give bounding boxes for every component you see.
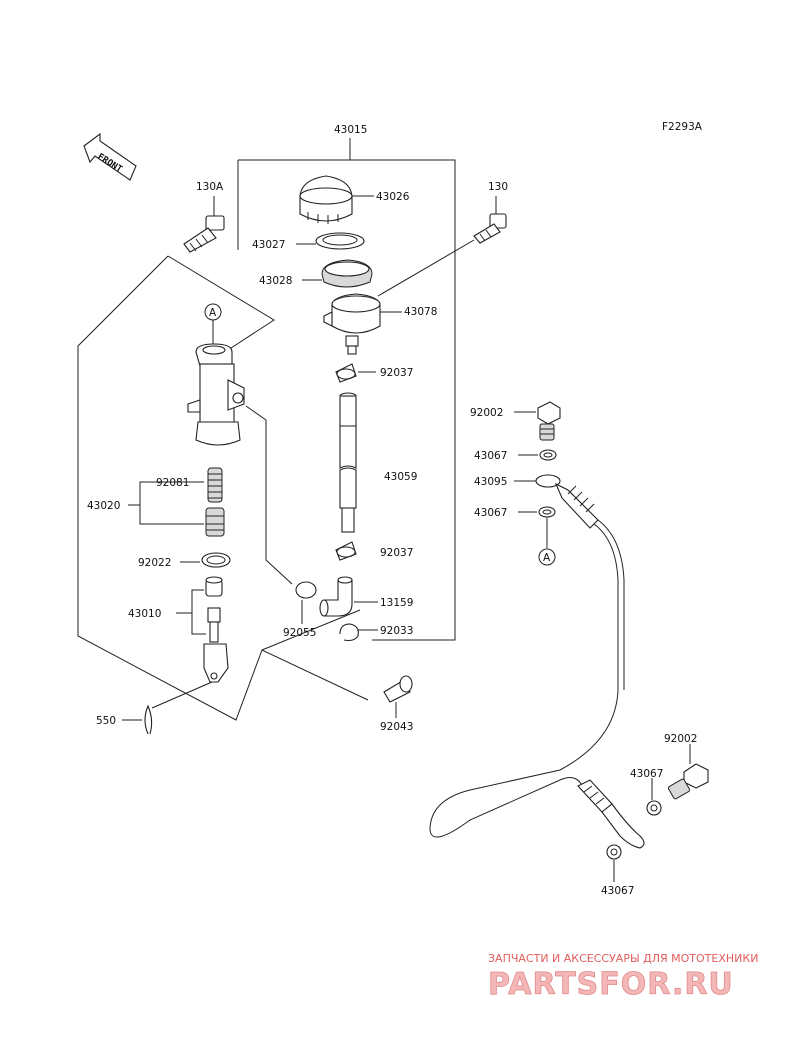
callout-a-circle-right (538, 548, 556, 566)
label-550: 550 (96, 715, 116, 727)
frame-line-right (261, 609, 361, 651)
washer-43067-c (646, 800, 662, 816)
label-43015: 43015 (334, 124, 367, 136)
label-43027: 43027 (252, 239, 285, 251)
diagram-code: F2293A (662, 121, 703, 133)
callout-a-right: A (543, 552, 551, 564)
brake-hose-43095 (429, 474, 645, 849)
piston-43020 (205, 507, 225, 537)
banjo-bolt-92002-top (537, 401, 561, 441)
callout-a-top: A (209, 307, 217, 319)
spring-92081 (207, 467, 223, 503)
reservoir-43078 (323, 293, 381, 355)
label-43028: 43028 (259, 275, 292, 287)
leader-130-reservoir (377, 239, 475, 297)
bolt-130 (473, 213, 507, 244)
label-43067-c: 43067 (630, 768, 663, 780)
diaphragm-43028 (321, 259, 373, 288)
hose-clamp-92037-bottom (335, 541, 357, 561)
reservoir-cap-43026 (299, 175, 353, 224)
pin-92043 (383, 675, 413, 703)
label-92002-top: 92002 (470, 407, 503, 419)
cotter-pin-550 (144, 704, 153, 735)
label-43067-b: 43067 (474, 507, 507, 519)
bolt-130a (183, 215, 225, 253)
frame-line-left (77, 255, 369, 721)
watermark-subtitle: ЗАПЧАСТИ И АКСЕССУАРЫ ДЛЯ МОТОТЕХНИКИ (488, 952, 758, 965)
label-92037-top: 92037 (380, 367, 413, 379)
label-92022: 92022 (138, 557, 171, 569)
label-92081: 92081 (156, 477, 189, 489)
label-92037-bottom: 92037 (380, 547, 413, 559)
washer-43067-b (538, 506, 556, 518)
push-rod-43010 (203, 576, 229, 683)
label-43078: 43078 (404, 306, 437, 318)
leader-92055 (245, 405, 293, 585)
front-direction-arrow: FRONT (83, 132, 137, 181)
label-43067-a: 43067 (474, 450, 507, 462)
assembly-bracket-43015 (237, 138, 456, 641)
reservoir-hose-43059 (339, 392, 357, 533)
label-92043: 92043 (380, 721, 413, 733)
o-ring-92055 (295, 581, 317, 599)
banjo-bolt-92002-bottom (667, 763, 709, 800)
frame-line-top (167, 255, 275, 351)
diaphragm-plate-43027 (315, 232, 365, 250)
label-43067-d: 43067 (601, 885, 634, 897)
label-43095: 43095 (474, 476, 507, 488)
label-13159: 13159 (380, 597, 413, 609)
master-cylinder-body (187, 343, 245, 446)
label-130: 130 (488, 181, 508, 193)
label-43059: 43059 (384, 471, 417, 483)
elbow-fitting-13159 (319, 576, 353, 617)
label-92055: 92055 (283, 627, 316, 639)
label-92002-bottom: 92002 (664, 733, 697, 745)
label-130a: 130A (196, 181, 224, 193)
label-43026: 43026 (376, 191, 410, 203)
bracket-43010 (191, 589, 206, 635)
washer-92022 (201, 552, 231, 568)
circlip-92033 (339, 623, 359, 642)
label-92033: 92033 (380, 625, 413, 637)
watermark-logo: PARTSFOR.RU (488, 967, 734, 1002)
bracket-43020 (139, 481, 204, 525)
washer-43067-a (539, 449, 557, 461)
hose-clamp-92037-top (335, 363, 357, 383)
label-43010: 43010 (128, 608, 161, 620)
washer-43067-d (606, 844, 622, 860)
label-43020: 43020 (87, 500, 120, 512)
